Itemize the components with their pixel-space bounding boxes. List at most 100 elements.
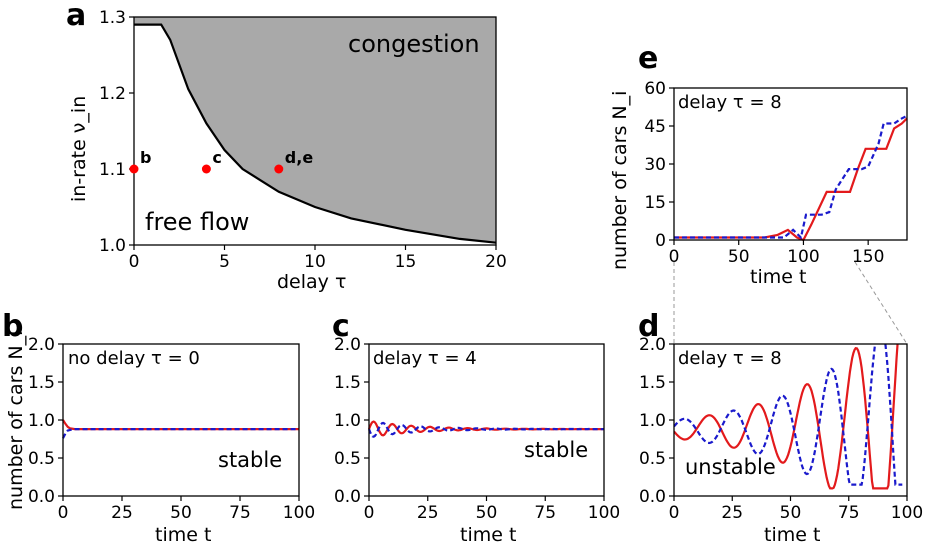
panel-b-ticks: 0 25 50 75 100 0.0 0.5 1.0 1.5 2.0: [28, 335, 315, 523]
panel-b-state: stable: [218, 448, 282, 472]
y-tick-label: 30: [644, 155, 666, 175]
y-tick-label: 1.5: [639, 373, 666, 393]
x-tick-label: 0: [129, 252, 140, 272]
y-tick-label: 0.5: [28, 449, 55, 469]
x-tick-label: 0: [669, 247, 680, 267]
y-tick-label: 1.2: [99, 84, 126, 104]
y-tick-label: 0.5: [334, 449, 361, 469]
congestion-label: congestion: [348, 30, 480, 58]
free-flow-label: free flow: [145, 208, 249, 236]
x-tick-label: 0: [58, 503, 69, 523]
y-tick-label: 0.5: [639, 449, 666, 469]
x-tick-label: 10: [304, 252, 326, 272]
series-red-line: [674, 344, 899, 490]
y-tick-label: 0.0: [639, 487, 666, 507]
point-b: [129, 164, 139, 174]
series-red-line: [62, 419, 299, 431]
x-tick-label: 75: [229, 503, 251, 523]
y-tick-label: 1.3: [99, 8, 126, 28]
y-tick-label: 0.0: [28, 487, 55, 507]
x-tick-label: 50: [476, 503, 498, 523]
panel-letter-e: e: [638, 41, 658, 76]
panel-e-xlabel: time t: [750, 266, 806, 288]
point-label: b: [140, 148, 151, 167]
x-tick-label: 100: [891, 503, 923, 523]
x-tick-label: 25: [721, 503, 743, 523]
x-tick-label: 5: [219, 252, 230, 272]
y-tick-label: 0: [655, 231, 666, 251]
point-label: d,e: [285, 148, 314, 167]
phase-boundary-line: [134, 23, 497, 244]
y-tick-label: 1.0: [334, 411, 361, 431]
y-tick-label: 2.0: [639, 335, 666, 355]
series-red-line: [674, 117, 908, 242]
series-blue-line: [62, 428, 299, 439]
panel-b: 0 25 50 75 100 0.0 0.5 1.0 1.5 2.0 no delay τ = 0…: [5, 331, 315, 546]
y-tick-label: 1.5: [28, 373, 55, 393]
panel-d-state: unstable: [685, 455, 776, 479]
x-tick-label: 20: [485, 252, 507, 272]
panel-d-lines: [674, 344, 903, 490]
panel-e-ticks: 0 50 100 150 0 15 30 45 60: [644, 79, 884, 267]
series-blue-line: [674, 344, 903, 486]
panel-letter-b: b: [2, 309, 23, 344]
series-blue-line: [367, 421, 604, 438]
panel-e-ylabel: number of cars N_i: [609, 91, 631, 270]
x-tick-label: 75: [838, 503, 860, 523]
x-tick-label: 25: [111, 503, 133, 523]
point-d-e: [274, 164, 284, 174]
panel-a-points: b c d,e: [129, 148, 314, 174]
y-tick-label: 0.0: [334, 487, 361, 507]
panel-b-title: no delay τ = 0: [68, 348, 200, 369]
panel-a-ylabel: in-rate ν_in: [68, 96, 90, 202]
panel-b-xlabel: time t: [155, 524, 211, 546]
x-tick-label: 50: [728, 247, 750, 267]
panel-d: 0 25 50 75 100 0.0 0.5 1.0 1.5 2.0 delay τ = 8 un…: [639, 335, 923, 546]
x-tick-label: 100: [588, 503, 620, 523]
y-tick-label: 45: [644, 117, 666, 137]
y-tick-label: 1.0: [28, 411, 55, 431]
x-tick-label: 100: [787, 247, 819, 267]
point-label: c: [212, 148, 221, 167]
panel-a: 0 5 10 15 20 1.0 1.1 1.2 1.3 congestion free flo…: [68, 8, 507, 293]
panel-letter-d: d: [638, 309, 659, 344]
panel-e-lines: [674, 114, 908, 242]
y-tick-label: 1.1: [99, 160, 126, 180]
x-tick-label: 0: [669, 503, 680, 523]
y-tick-label: 15: [644, 193, 666, 213]
panel-b-lines: [62, 419, 299, 439]
y-tick-label: 60: [644, 79, 666, 99]
x-tick-label: 15: [395, 252, 417, 272]
panel-letter-c: c: [332, 309, 350, 344]
panel-letter-a: a: [66, 0, 86, 33]
y-tick-label: 2.0: [334, 335, 361, 355]
panel-d-title: delay τ = 8: [678, 348, 782, 369]
y-tick-label: 1.0: [99, 236, 126, 256]
y-tick-label: 1.5: [334, 373, 361, 393]
panel-c-state: stable: [524, 438, 588, 462]
x-tick-label: 100: [283, 503, 315, 523]
panel-c-title: delay τ = 4: [373, 348, 477, 369]
panel-d-xlabel: time t: [764, 524, 820, 546]
x-tick-label: 25: [417, 503, 439, 523]
congestion-region: [134, 17, 496, 243]
x-tick-label: 150: [852, 247, 884, 267]
panel-e: 0 50 100 150 0 15 30 45 60 delay τ = 8 time t nu…: [609, 79, 908, 288]
panel-a-xlabel: delay τ: [277, 271, 346, 293]
panel-d-ticks: 0 25 50 75 100 0.0 0.5 1.0 1.5 2.0: [639, 335, 923, 523]
panel-b-ylabel: number of cars N_i: [5, 331, 27, 510]
x-tick-label: 50: [780, 503, 802, 523]
x-tick-label: 0: [364, 503, 375, 523]
panel-c-lines: [367, 420, 604, 438]
series-blue-line: [674, 114, 908, 240]
x-tick-label: 50: [170, 503, 192, 523]
panel-e-title: delay τ = 8: [678, 92, 782, 113]
panel-c-xlabel: time t: [460, 524, 516, 546]
point-c: [201, 164, 211, 174]
zoom-connector-right: [854, 261, 908, 345]
y-tick-label: 1.0: [639, 411, 666, 431]
y-tick-label: 2.0: [28, 335, 55, 355]
